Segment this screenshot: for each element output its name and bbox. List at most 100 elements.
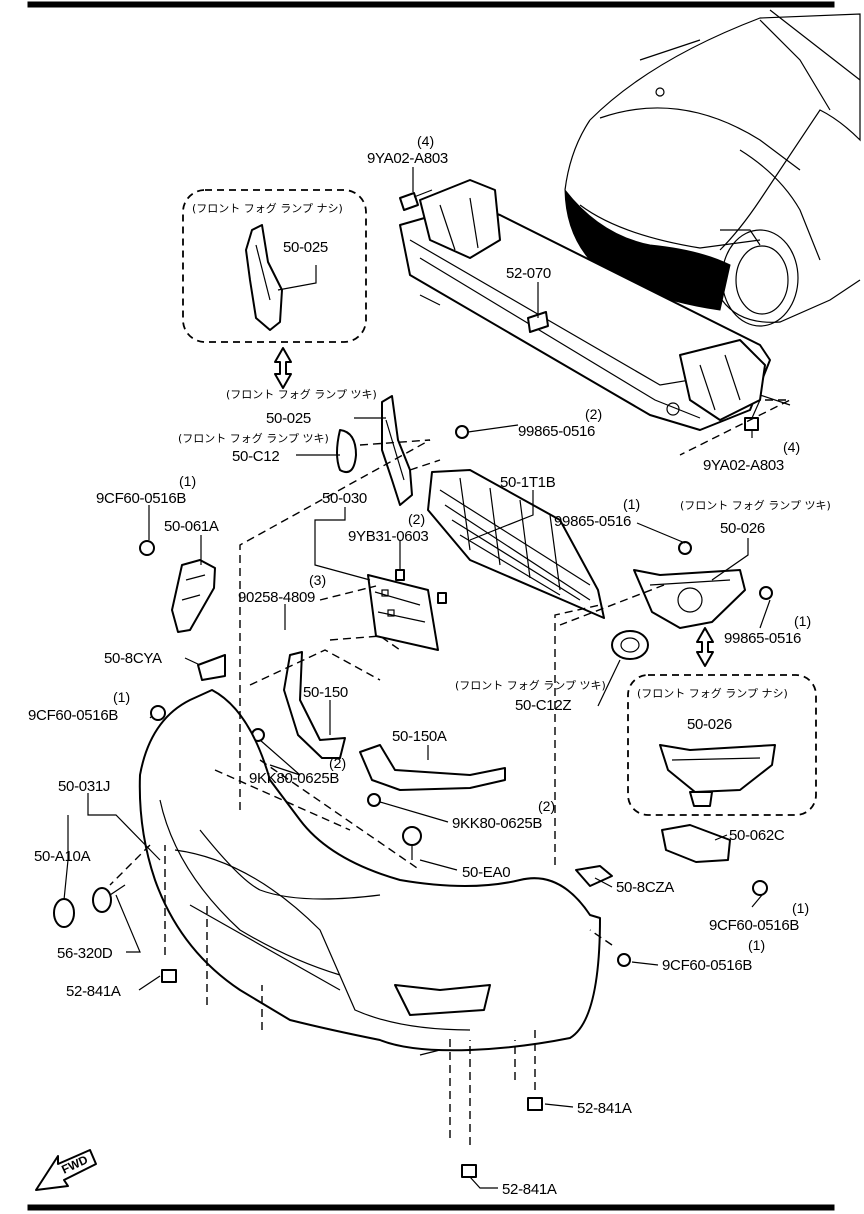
- part-number-label: 99865-0516: [554, 513, 631, 530]
- part-number-label: 99865-0516: [518, 423, 595, 440]
- cover-50-026-box: [659, 744, 776, 807]
- bolt-9CF60-0516B-right: [752, 880, 768, 896]
- part-number-label: 50-C12: [232, 448, 279, 465]
- note-tsuki-4: (フロント フォグ ランプ ツキ): [455, 678, 606, 692]
- part-number-label: 50-031J: [58, 778, 110, 795]
- bolt-9CF60-0516B-low: [617, 953, 631, 967]
- part-number-label: 50-A10A: [34, 848, 91, 865]
- part-number-label: 52-841A: [502, 1181, 557, 1198]
- dash-50-030: [319, 585, 401, 651]
- nut-52-841A-left: [161, 969, 177, 983]
- qty-label: (1): [792, 900, 809, 916]
- fwd-arrow-icon: FWD: [35, 1149, 97, 1191]
- note-tsuki-2: (フロント フォグ ランプ ツキ): [178, 431, 329, 445]
- dash-c12: [359, 439, 441, 471]
- part-number-label: 9YA02-A803: [703, 457, 784, 474]
- bracket-50-8CZA: [575, 865, 613, 887]
- clip-50-A10A: [53, 898, 75, 928]
- part-number-label: 56-320D: [57, 945, 113, 962]
- part-number-label: 50-1T1B: [500, 474, 556, 491]
- note-tsuki-1: (フロント フォグ ランプ ツキ): [226, 387, 377, 401]
- qty-label: (2): [538, 798, 555, 814]
- screw-99865-0516-right: [759, 586, 773, 600]
- variant-box-left: [182, 189, 367, 343]
- part-number-label: 50-8CZA: [616, 879, 674, 896]
- bolt-56-320D: [92, 884, 126, 913]
- bracket-50-061A: [171, 559, 216, 633]
- bracket-50-150A: [359, 744, 506, 791]
- qty-label: (1): [113, 689, 130, 705]
- part-number-label: 9CF60-0516B: [96, 490, 186, 507]
- screw-9KK80-0625B-right: [367, 793, 381, 807]
- part-number-label: 50-062C: [729, 827, 785, 844]
- part-number-label: 50-061A: [164, 518, 219, 535]
- part-number-label: 50-025: [266, 410, 311, 427]
- bolt-9CF60-0516B-mid: [150, 705, 166, 721]
- top-rule: [27, 1, 835, 8]
- part-number-label: 50-025: [283, 239, 328, 256]
- qty-label: (4): [783, 439, 800, 455]
- part-number-label: 52-070: [506, 265, 551, 282]
- nut-52-841A-mid: [527, 1097, 543, 1111]
- nut-52-841A-bottom: [461, 1164, 477, 1178]
- qty-label: (4): [417, 133, 434, 149]
- dash-reinforcement-right: [679, 399, 791, 456]
- bracket-50-025-box: [245, 224, 283, 331]
- license-bracket-50-030: [367, 574, 439, 651]
- part-number-label: 50-026: [720, 520, 765, 537]
- qty-label: (2): [329, 755, 346, 771]
- double-arrow-right: [696, 627, 714, 667]
- part-number-label: 90258-4809: [238, 589, 315, 606]
- bolt-9CF60-0516B-left: [139, 540, 155, 556]
- part-callouts: (4) 9YA02-A803 52-070 (4) 9YA02-A803 50-…: [28, 133, 811, 1198]
- qty-label: (1): [623, 496, 640, 512]
- part-number-label: 9YA02-A803: [367, 150, 448, 167]
- part-number-label: 50-150A: [392, 728, 447, 745]
- screw-99865-0516-mid: [678, 541, 692, 555]
- note-box-right: (フロント フォグ ランプ ナシ): [637, 686, 788, 700]
- variant-box-right: [627, 674, 817, 816]
- part-number-label: 50-C12Z: [515, 697, 571, 714]
- bracket-50-8CYA: [197, 654, 226, 681]
- qty-label: (1): [794, 613, 811, 629]
- part-number-label: 50-8CYA: [104, 650, 162, 667]
- part-number-label: 50-030: [322, 490, 367, 507]
- part-number-label: 9KK80-0625B: [249, 770, 339, 787]
- grille-50-1T1B: [427, 469, 605, 619]
- fog-bezel-50-026: [633, 569, 746, 629]
- qty-label: (1): [748, 937, 765, 953]
- leader-lines: [63, 167, 771, 1189]
- part-number-label: 52-841A: [577, 1100, 632, 1117]
- bumper-fascia-50-031J: [138, 689, 601, 1056]
- assembly-dash-lines: [109, 439, 665, 1145]
- qty-label: (3): [309, 572, 326, 588]
- bracket-50-062C: [661, 824, 731, 863]
- bolt-9YA02-A803-top: [399, 189, 433, 211]
- part-number-label: 9KK80-0625B: [452, 815, 542, 832]
- part-number-label: 99865-0516: [724, 630, 801, 647]
- qty-label: (1): [179, 473, 196, 489]
- part-number-label: 50-150: [303, 684, 348, 701]
- bumper-reinforcement: [399, 179, 791, 431]
- screw-99865-0516-top: [455, 425, 469, 439]
- note-box-left: (フロント フォグ ランプ ナシ): [192, 201, 343, 215]
- fastener-50-EA0: [402, 826, 422, 860]
- cover-50-C12: [336, 429, 357, 474]
- part-number-label: 50-EA0: [462, 864, 510, 881]
- part-number-label: 50-026: [687, 716, 732, 733]
- part-number-label: 9CF60-0516B: [662, 957, 752, 974]
- part-number-label: 52-841A: [66, 983, 121, 1000]
- bracket-50-025: [381, 395, 413, 506]
- part-number-label: 9CF60-0516B: [709, 917, 799, 934]
- vehicle-illustration: [564, 9, 861, 327]
- qty-label: (2): [408, 511, 425, 527]
- qty-label: (2): [585, 406, 602, 422]
- part-number-label: 9CF60-0516B: [28, 707, 118, 724]
- double-arrow-left: [274, 347, 292, 389]
- bracket-50-150: [283, 651, 346, 759]
- part-number-label: 9YB31-0603: [348, 528, 428, 545]
- bottom-rule: [27, 1204, 835, 1211]
- note-tsuki-3: (フロント フォグ ランプ ツキ): [680, 498, 831, 512]
- fog-ring-50-C12Z: [611, 630, 649, 660]
